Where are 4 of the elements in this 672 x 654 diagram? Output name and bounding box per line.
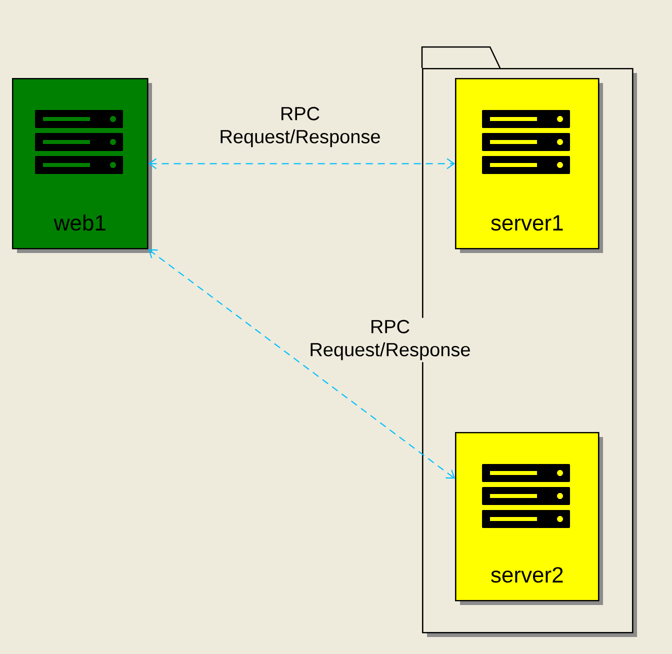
edge-label: RPC Request/Response	[213, 104, 387, 150]
arrow	[148, 158, 455, 170]
arrow	[148, 249, 455, 479]
edge-label: RPC Request/Response	[303, 318, 477, 362]
